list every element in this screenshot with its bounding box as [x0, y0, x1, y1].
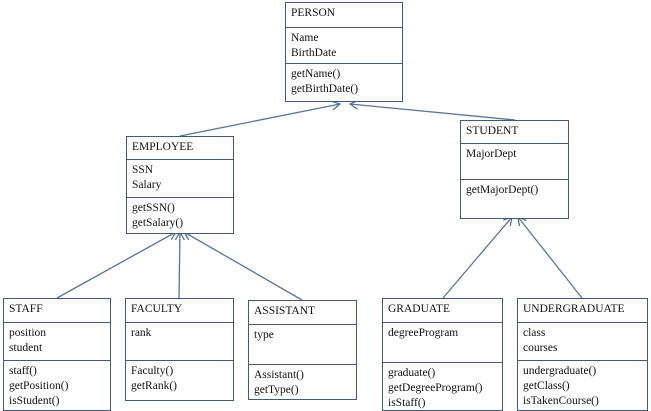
- attributes-section: position student: [4, 322, 110, 360]
- method: getBirthDate(): [291, 83, 359, 95]
- class-title: FACULTY: [131, 303, 183, 315]
- attributes-section: SSN Salary: [127, 159, 233, 197]
- class-title: GRADUATE: [388, 303, 450, 315]
- methods-section: getSSN() getSalary(): [127, 197, 233, 233]
- method: graduate(): [388, 367, 436, 379]
- class-name: FACULTY: [126, 299, 233, 322]
- method: isTakenCourse(): [523, 395, 599, 407]
- class-undergraduate: UNDERGRADUATE class courses undergraduat…: [517, 298, 648, 411]
- class-name: STUDENT: [461, 121, 568, 143]
- method: getType(): [254, 384, 299, 396]
- method: getSalary(): [132, 217, 184, 229]
- inheritance-line-faculty-employee: [178, 231, 181, 299]
- method: getPosition(): [9, 380, 69, 392]
- inheritance-line-staff-employee: [56, 231, 177, 299]
- method: undergraduate(): [523, 365, 597, 377]
- class-name: STAFF: [4, 299, 110, 322]
- class-employee: EMPLOYEE SSN Salary getSSN() getSalary(): [126, 136, 234, 234]
- class-title: PERSON: [291, 7, 336, 19]
- class-title: UNDERGRADUATE: [523, 303, 625, 315]
- attribute: MajorDept: [466, 148, 517, 160]
- methods-section: graduate() getDegreeProgram() isStaff(): [383, 362, 502, 410]
- methods-section: getName() getBirthDate(): [286, 63, 402, 101]
- method: staff(): [9, 365, 37, 377]
- methods-section: getMajorDept(): [461, 179, 568, 218]
- attribute: Name: [291, 32, 319, 44]
- class-title: STAFF: [9, 303, 43, 315]
- class-title: STUDENT: [466, 125, 519, 137]
- attributes-section: rank: [126, 322, 233, 360]
- attribute: position: [9, 327, 47, 339]
- inheritance-line-assistant-employee: [183, 231, 303, 301]
- method: Faculty(): [131, 365, 174, 377]
- attributes-section: type: [249, 324, 356, 364]
- method: isStaff(): [388, 397, 426, 409]
- methods-section: Faculty() getRank(): [126, 360, 233, 400]
- inheritance-line-graduate-student: [442, 216, 513, 299]
- attribute: rank: [131, 327, 152, 339]
- attributes-section: degreeProgram: [383, 322, 502, 362]
- class-person: PERSON Name BirthDate getName() getBirth…: [285, 2, 403, 102]
- attribute: BirthDate: [291, 47, 337, 59]
- class-student: STUDENT MajorDept getMajorDept(): [460, 120, 569, 219]
- inheritance-line-student-person: [349, 103, 516, 121]
- attribute: courses: [523, 342, 558, 354]
- method: Assistant(): [254, 369, 304, 381]
- attributes-section: MajorDept: [461, 143, 568, 179]
- class-title: EMPLOYEE: [132, 141, 194, 153]
- class-faculty: FACULTY rank Faculty() getRank(): [125, 298, 234, 401]
- methods-section: Assistant() getType(): [249, 364, 356, 399]
- attributes-section: class courses: [518, 322, 647, 360]
- attribute: class: [523, 327, 546, 339]
- class-name: UNDERGRADUATE: [518, 299, 647, 322]
- class-title: ASSISTANT: [254, 305, 316, 317]
- class-graduate: GRADUATE degreeProgram graduate() getDeg…: [382, 298, 503, 411]
- attributes-section: Name BirthDate: [286, 27, 402, 63]
- method: getClass(): [523, 380, 570, 392]
- method: getMajorDept(): [466, 184, 539, 196]
- attribute: student: [9, 342, 43, 354]
- method: getSSN(): [132, 202, 175, 214]
- class-name: GRADUATE: [383, 299, 502, 322]
- method: getRank(): [131, 380, 177, 392]
- attribute: type: [254, 329, 274, 341]
- class-name: PERSON: [286, 3, 402, 27]
- attribute: degreeProgram: [388, 327, 459, 339]
- inheritance-line-employee-person: [179, 103, 341, 137]
- attribute: SSN: [132, 164, 154, 176]
- methods-section: undergraduate() getClass() isTakenCourse…: [518, 360, 647, 410]
- method: getDegreeProgram(): [388, 382, 483, 394]
- class-staff: STAFF position student staff() getPositi…: [3, 298, 111, 411]
- arrowhead-employee-person: [331, 100, 342, 111]
- method: isStudent(): [9, 395, 60, 407]
- methods-section: staff() getPosition() isStudent(): [4, 360, 110, 410]
- attribute: Salary: [132, 179, 162, 191]
- class-name: EMPLOYEE: [127, 137, 233, 159]
- method: getName(): [291, 68, 341, 80]
- class-name: ASSISTANT: [249, 301, 356, 324]
- class-assistant: ASSISTANT type Assistant() getType(): [248, 300, 357, 400]
- inheritance-line-undergraduate-student: [517, 216, 583, 299]
